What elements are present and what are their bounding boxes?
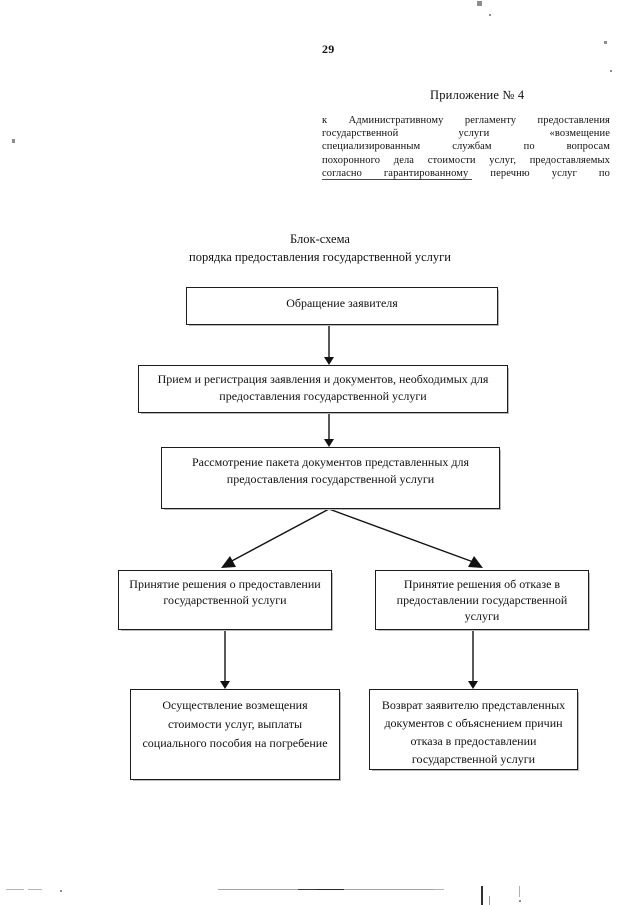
flowchart-title: Блок-схема порядка предоставления госуда… <box>120 230 520 266</box>
flowchart-node-decision-grant-label: Принятие решения о предоставлении госуда… <box>129 577 321 607</box>
scan-artifact-vline <box>481 886 483 905</box>
flowchart-node-decision-grant: Принятие решения о предоставлении госуда… <box>118 570 332 630</box>
arrowhead-return <box>468 681 478 689</box>
scan-speck <box>12 139 15 143</box>
scan-artifact-line <box>6 889 24 890</box>
flowchart-node-request: Обращение заявителя <box>186 287 498 325</box>
edge-review-to-decision-grant <box>227 508 330 564</box>
page-number: 29 <box>322 42 335 56</box>
preamble-line-5: согласно гарантированному перечню услуг … <box>322 167 610 181</box>
scan-speck <box>60 890 62 892</box>
flowchart-node-review: Рассмотрение пакета документов представл… <box>161 447 500 509</box>
flowchart-node-registration-label: Прием и регистрация заявления и документ… <box>157 372 489 403</box>
flowchart-node-return: Возврат заявителю представленных докумен… <box>369 689 578 770</box>
flowchart-node-registration: Прием и регистрация заявления и документ… <box>138 365 508 413</box>
flowchart-node-return-label: Возврат заявителю представленных докумен… <box>381 698 566 766</box>
flowchart-title-line-1: Блок-схема <box>290 232 350 246</box>
scan-speck <box>519 900 521 902</box>
scan-artifact-vline <box>489 896 490 905</box>
arrowhead-decision-refuse <box>468 556 483 568</box>
scan-speck <box>610 70 612 72</box>
flowchart-node-decision-refuse: Принятие решения об отказе в предоставле… <box>375 570 589 630</box>
scan-speck <box>489 14 491 16</box>
flowchart-node-payment-label: Осуществление возмещения стоимости услуг… <box>142 698 328 750</box>
preamble-line-3: специализированным службам по вопросам <box>322 141 610 153</box>
scan-artifact-line <box>298 889 320 890</box>
preamble-line-2: государственной услуги «возмещение <box>322 128 610 140</box>
flowchart-node-decision-refuse-label: Принятие решения об отказе в предоставле… <box>396 577 568 623</box>
arrowhead-decision-grant <box>221 556 236 568</box>
scan-artifact-line <box>28 889 42 890</box>
scan-speck <box>477 1 482 6</box>
arrowhead-registration <box>324 357 334 365</box>
flowchart-node-payment: Осуществление возмещения стоимости услуг… <box>130 689 340 780</box>
preamble-paragraph: к Административному регламенту предостав… <box>322 114 610 181</box>
flowchart-node-request-label: Обращение заявителя <box>286 296 398 310</box>
scan-artifact-line <box>316 889 344 890</box>
preamble-line-4: похоронного дела стоимости услуг, предос… <box>322 154 610 166</box>
flowchart-node-review-label: Рассмотрение пакета документов представл… <box>191 455 470 486</box>
scan-artifact-line <box>434 889 444 890</box>
arrowhead-review <box>324 439 334 447</box>
edge-review-to-decision-refuse <box>328 508 477 564</box>
arrowhead-payment <box>220 681 230 689</box>
scan-artifact-vline <box>519 886 520 897</box>
flowchart-title-line-2: порядка предоставления государственной у… <box>189 250 451 264</box>
appendix-label: Приложение № 4 <box>430 88 525 102</box>
preamble-line-1: к Административному регламенту предостав… <box>322 115 610 126</box>
scan-speck <box>604 41 607 44</box>
